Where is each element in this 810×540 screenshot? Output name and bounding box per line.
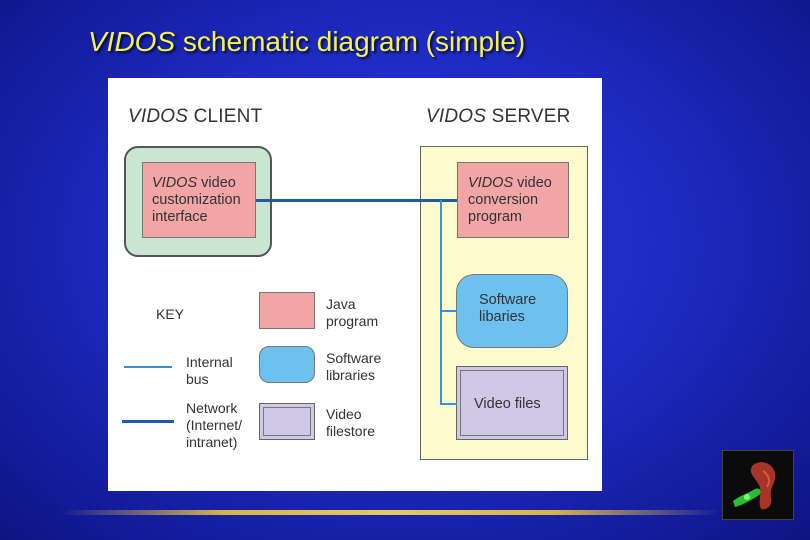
server-software-line1: Software [479,292,537,308]
client-header: VIDOS CLIENT [128,106,262,128]
key-video-inner-frame [263,407,311,436]
key-video-swatch [259,403,315,440]
key-java-swatch [259,292,315,329]
client-java-line3: interface [152,209,208,225]
key-internal-bus-line [124,366,172,368]
schematic-diagram: VIDOS CLIENT VIDOS SERVER VIDOS video cu… [108,78,602,491]
server-software-text: Software libaries [479,292,536,326]
key-software-swatch [259,346,315,383]
key-internal-bus-text: Internal bus [186,354,233,388]
internal-bus-vertical [440,200,442,404]
server-java-box [457,162,569,238]
client-java-box [142,162,256,238]
server-java-text: VIDOS video conversion program [468,175,552,226]
key-java-line1: Java [326,296,356,312]
client-java-italic: VIDOS [152,175,198,191]
key-internal-bus-line2: bus [186,371,209,387]
key-java-text: Java program [326,296,378,330]
client-java-line2: customization [152,192,241,208]
key-network-line [122,420,174,423]
key-video-line1: Video [326,406,362,422]
key-java-line2: program [326,313,379,329]
key-network-text: Network (Internet/ intranet) [186,400,242,451]
server-java-line2: conversion [468,192,539,208]
title-italic: VIDOS [88,26,176,57]
title-rest: schematic diagram (simple) [175,26,526,57]
key-network-line2: (Internet/ [186,417,243,433]
client-header-rest: CLIENT [188,106,263,127]
server-java-italic: VIDOS [468,175,514,191]
key-software-text: Software libraries [326,350,381,384]
slide-title: VIDOS schematic diagram (simple) [88,26,525,58]
server-header-italic: VIDOS [426,106,487,127]
key-internal-bus-line1: Internal [186,354,233,370]
server-java-line3: program [468,209,522,225]
server-software-line2: libaries [479,309,525,325]
fluorescent-cell-icon [723,451,793,519]
internal-bus-to-software [440,310,457,312]
server-header: VIDOS SERVER [426,106,571,128]
client-header-italic: VIDOS [128,106,189,127]
corner-thumbnail-icon [722,450,794,520]
network-link [256,199,457,202]
key-software-line1: Software [326,350,382,366]
key-title: KEY [156,306,185,322]
key-network-line1: Network [186,400,238,416]
server-video-files-box [456,366,568,440]
key-software-line2: libraries [326,367,376,383]
client-java-line1: video [197,175,236,191]
video-files-inner-frame [460,370,564,436]
server-header-rest: SERVER [486,106,571,127]
client-java-text: VIDOS video customization interface [152,175,241,226]
video-files-label: Video files [474,396,541,412]
bottom-divider [60,510,720,515]
key-video-line2: filestore [326,423,376,439]
server-java-line1: video [513,175,552,191]
key-video-text: Video filestore [326,406,375,440]
internal-bus-to-video-files [440,403,457,405]
key-network-line3: intranet) [186,434,238,450]
